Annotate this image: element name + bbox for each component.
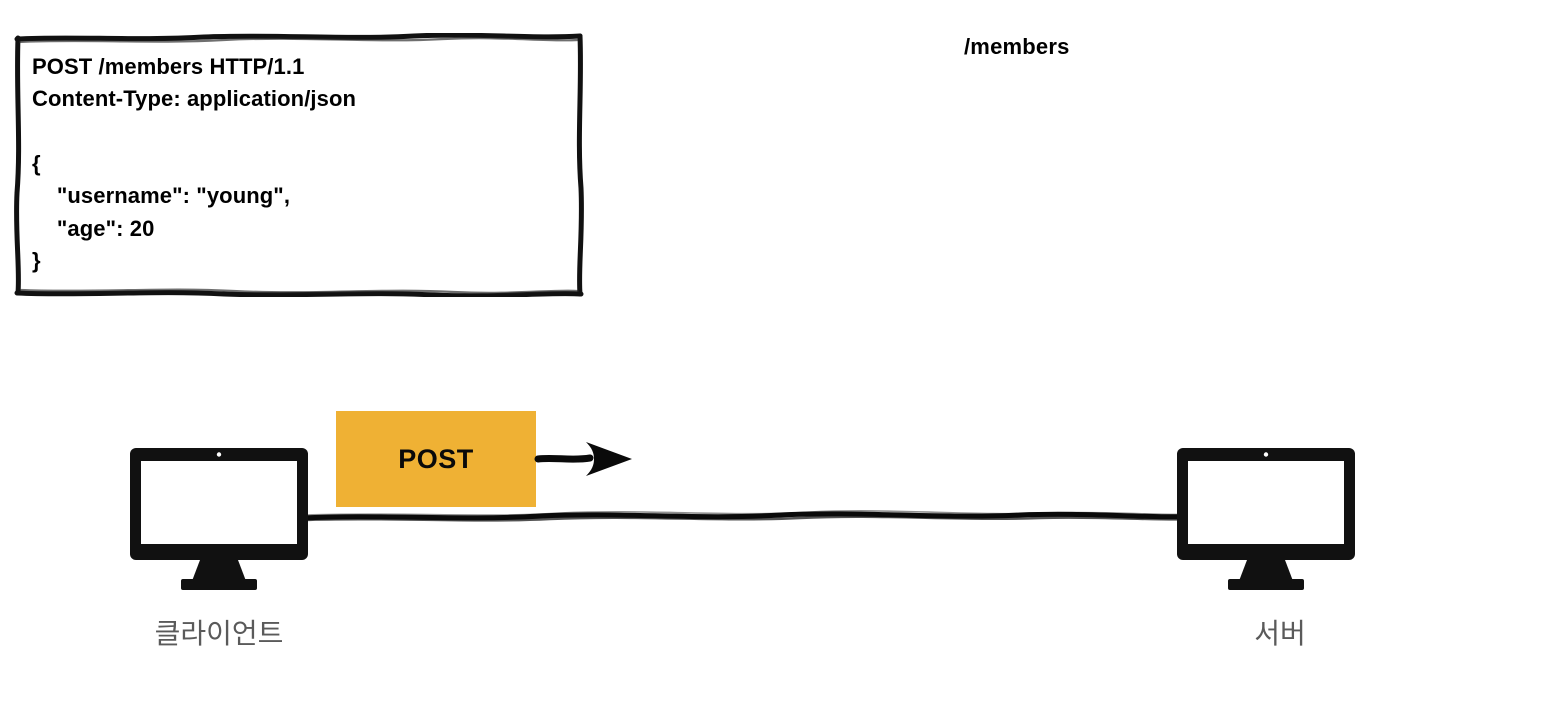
server-label: 서버	[1254, 618, 1306, 649]
http-request-text: POST /members HTTP/1.1 Content-Type: app…	[32, 54, 357, 273]
client-server-connection-line	[300, 510, 1200, 522]
method-badge-post: POST	[336, 411, 536, 507]
server-monitor-icon	[1177, 448, 1355, 590]
request-direction-arrow-icon	[534, 442, 632, 476]
client-label: 클라이언트	[154, 618, 284, 649]
endpoint-path-title: /members	[964, 34, 1070, 59]
client-monitor-icon	[130, 448, 308, 590]
http-request-box: POST /members HTTP/1.1 Content-Type: app…	[14, 33, 584, 297]
method-badge-label: POST	[398, 443, 474, 474]
